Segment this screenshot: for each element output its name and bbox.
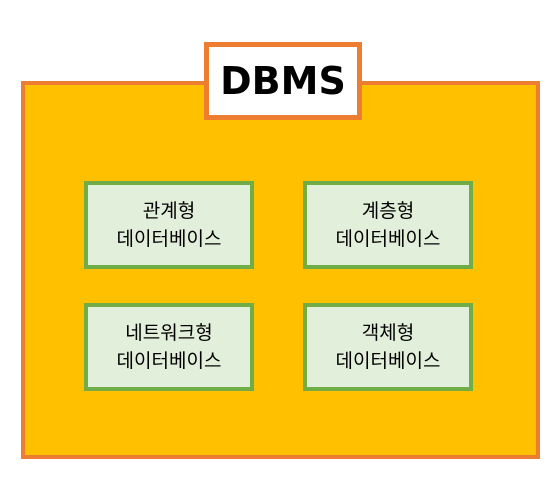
relational-database-box: 관계형 데이터베이스 [84, 181, 254, 269]
hierarchical-database-type: 계층형 [361, 200, 415, 222]
object-database-type: 객체형 [361, 322, 415, 344]
network-database-label: 데이터베이스 [116, 350, 222, 372]
object-database-box: 객체형 데이터베이스 [303, 303, 473, 391]
hierarchical-database-label: 데이터베이스 [335, 228, 441, 250]
network-database-type: 네트워크형 [125, 322, 213, 344]
relational-database-label: 데이터베이스 [116, 228, 222, 250]
dbms-container [21, 81, 540, 459]
relational-database-type: 관계형 [142, 200, 196, 222]
hierarchical-database-box: 계층형 데이터베이스 [303, 181, 473, 269]
object-database-label: 데이터베이스 [335, 350, 441, 372]
dbms-title: DBMS [204, 42, 362, 120]
network-database-box: 네트워크형 데이터베이스 [84, 303, 254, 391]
